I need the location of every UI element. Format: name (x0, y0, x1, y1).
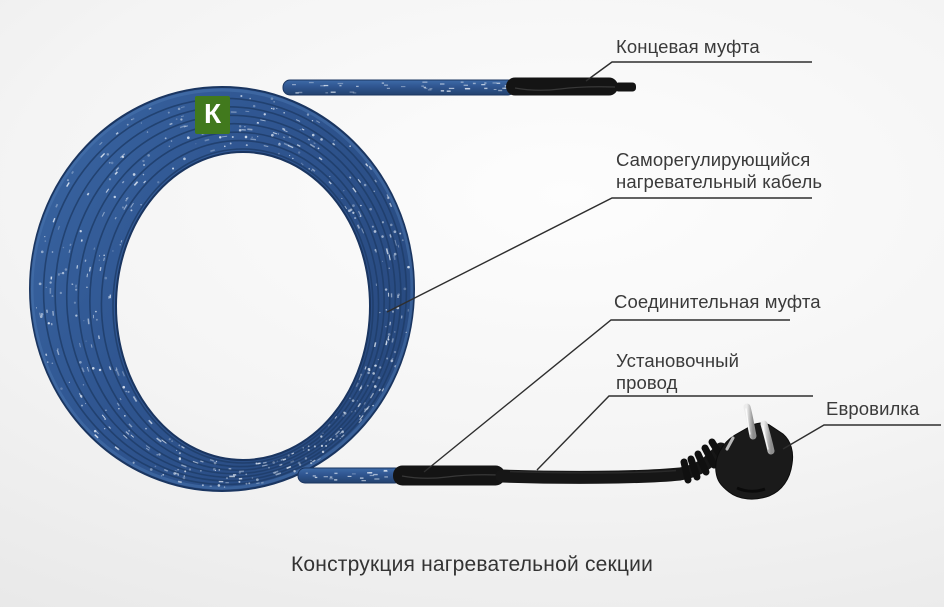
coil-strand-separators (30, 88, 414, 490)
leader-installation-wire (536, 395, 813, 471)
leader-end-sleeve (585, 61, 812, 82)
installation-wire (495, 442, 728, 484)
leader-connection-sleeve (423, 319, 790, 473)
cable-coil (28, 86, 416, 492)
plug-pins (743, 403, 775, 455)
euro-plug (715, 403, 794, 500)
cable-speckles (292, 81, 508, 94)
label-installation-wire: Установочный провод (616, 350, 740, 393)
logo-letter: К (203, 98, 222, 129)
connection-sleeve (393, 465, 505, 486)
label-end-sleeve: Концевая муфта (616, 36, 760, 57)
caption: Конструкция нагревательной секции (290, 553, 653, 576)
leader-heating-cable (386, 197, 812, 313)
heating-cable-top-run (282, 79, 516, 96)
label-connection-sleeve: Соединительная муфта (614, 291, 821, 312)
leader-euro-plug (782, 424, 941, 450)
end-sleeve (506, 77, 636, 96)
cable-speckles (305, 469, 388, 482)
brand-logo: К (195, 96, 230, 134)
label-euro-plug: Евровилка (826, 398, 920, 419)
heating-cable-bottom-run (297, 467, 403, 484)
label-heating-cable: Саморегулирующийся нагревательный кабель (616, 149, 823, 192)
coil-speckle-texture (35, 94, 410, 488)
leader-lines (386, 61, 941, 473)
